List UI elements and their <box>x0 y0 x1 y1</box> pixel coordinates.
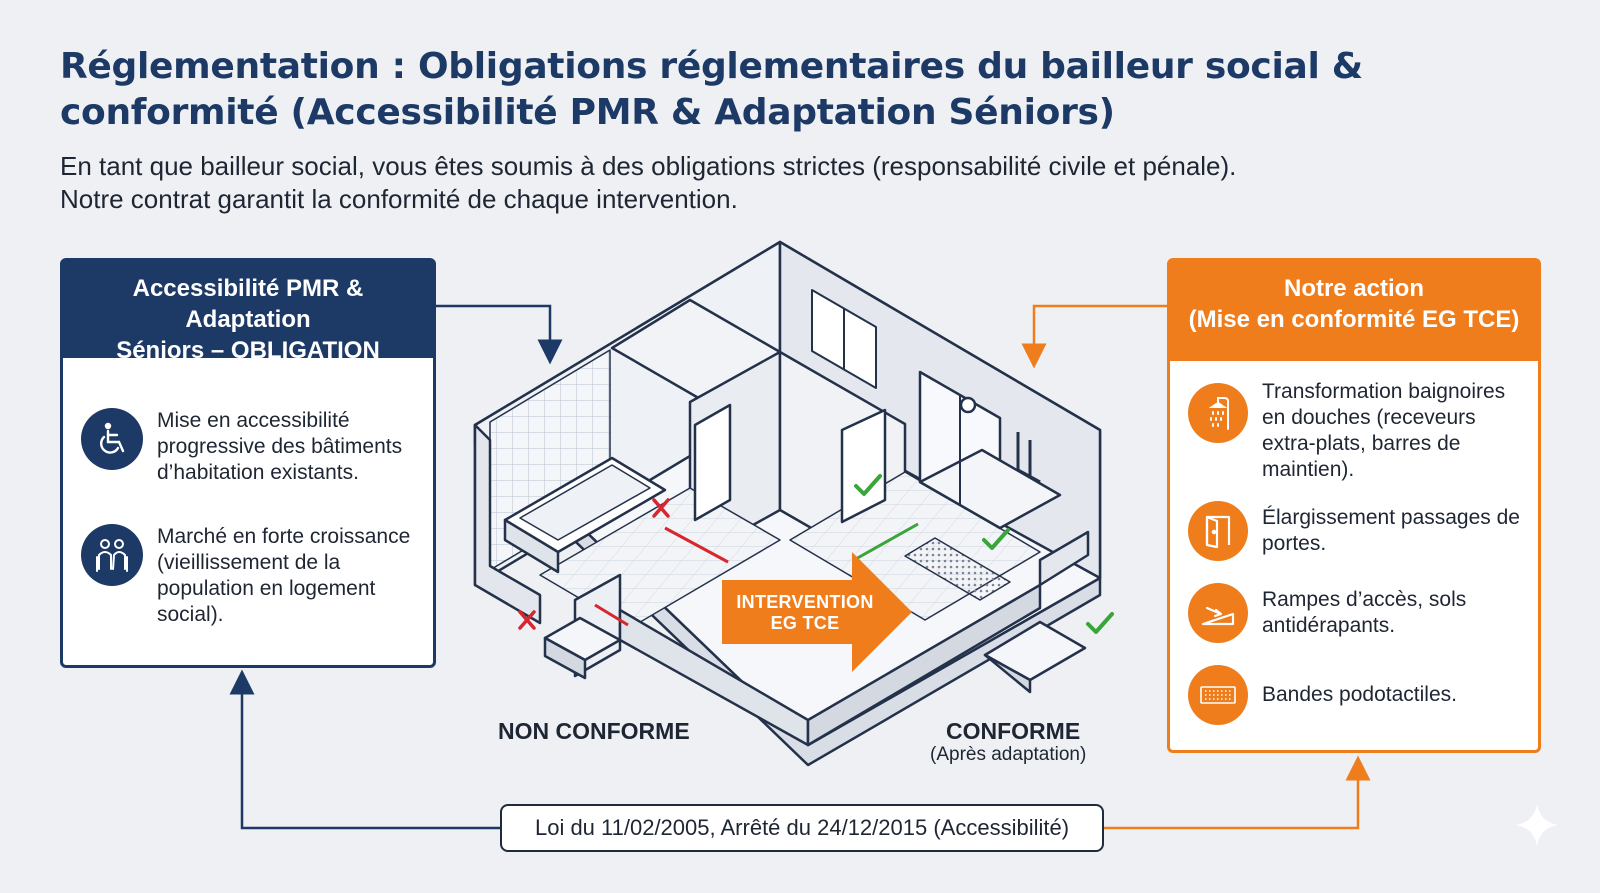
intervention-arrow <box>722 552 912 672</box>
sparkle-icon <box>1516 804 1558 846</box>
isometric-building <box>473 240 1102 767</box>
connector-law-right <box>1104 755 1371 830</box>
action-panel-header: Notre action (Mise en conformité EG TCE) <box>1170 261 1538 361</box>
page-subtitle: En tant que bailleur social, vous êtes s… <box>60 150 1360 216</box>
red-cross-icon <box>518 610 536 630</box>
action-item: Transformation baignoires en douches (re… <box>1188 379 1528 483</box>
connector-left-top <box>436 304 563 365</box>
action-item-text: Transformation baignoires en douches (re… <box>1262 380 1506 481</box>
ramp-icon <box>1188 583 1248 643</box>
action-item: Élargissement passages de portes. <box>1188 501 1528 561</box>
action-panel: Notre action (Mise en conformité EG TCE)… <box>1167 258 1541 753</box>
wheelchair-icon <box>81 408 143 470</box>
intervention-label: INTERVENTION EG TCE <box>736 592 874 633</box>
obligation-panel: Accessibilité PMR & Adaptation Séniors –… <box>60 258 436 668</box>
subtitle-line-2: Notre contrat garantit la conformité de … <box>60 184 738 214</box>
obligation-item-text: Mise en accessibilité progressive des bâ… <box>157 409 403 484</box>
obligation-panel-header: Accessibilité PMR & Adaptation Séniors –… <box>63 261 433 364</box>
tactile-strip-icon <box>1188 665 1248 725</box>
subtitle-line-1: En tant que bailleur social, vous êtes s… <box>60 151 1237 181</box>
green-check-icon <box>982 528 1010 550</box>
obligation-item: Marché en forte croissance (vieillisseme… <box>81 524 421 628</box>
door-icon <box>1188 501 1248 561</box>
obligation-item: Mise en accessibilité progressive des bâ… <box>81 408 421 486</box>
red-cross-icon <box>652 498 670 518</box>
connector-law-left <box>229 669 500 830</box>
green-check-icon <box>854 474 882 496</box>
action-item-text: Bandes podotactiles. <box>1262 683 1457 706</box>
action-item: Rampes d’accès, sols antidérapants. <box>1188 583 1528 643</box>
law-reference-box: Loi du 11/02/2005, Arrêté du 24/12/2015 … <box>500 804 1104 852</box>
shower-icon <box>1188 383 1248 443</box>
narrow-passage-arrow <box>664 526 729 564</box>
action-item-text: Rampes d’accès, sols antidérapants. <box>1262 588 1467 637</box>
narrow-step-arrow <box>594 603 629 627</box>
action-item-text: Élargissement passages de portes. <box>1262 506 1520 555</box>
page-title: Réglementation : Obligations réglementai… <box>60 46 1363 133</box>
non-conforme-label: NON CONFORME <box>498 718 690 744</box>
conforme-label: CONFORME <box>946 718 1081 744</box>
action-item: Bandes podotactiles. <box>1188 665 1528 725</box>
connector-right-top <box>1021 304 1167 369</box>
seniors-icon <box>81 524 143 586</box>
conforme-sublabel: (Après adaptation) <box>930 744 1087 765</box>
green-check-icon <box>1086 612 1114 634</box>
obligation-item-text: Marché en forte croissance (vieillisseme… <box>157 525 411 626</box>
wide-passage-arrow <box>853 522 919 562</box>
